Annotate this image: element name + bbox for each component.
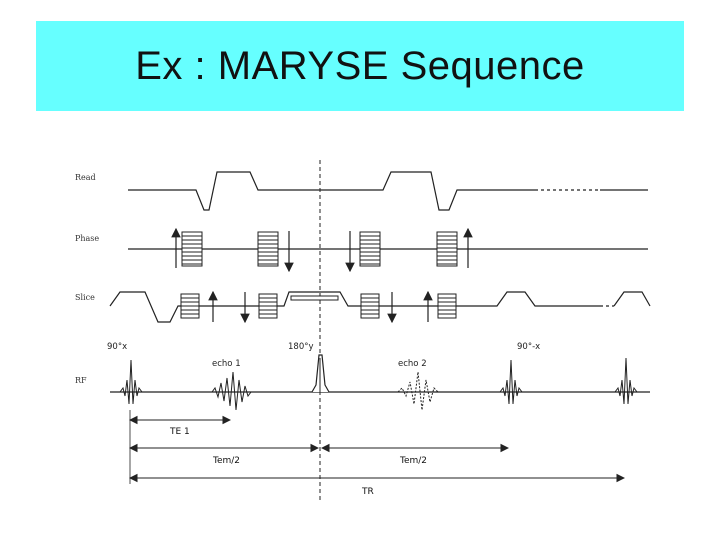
interval-label-tem-b: Tem/2 [399,456,427,466]
timing-arrows [128,410,626,484]
row-label-rf: RF [75,376,87,385]
phase-gradient-trace [128,227,648,273]
interval-label-tem-a: Tem/2 [212,456,240,466]
pulse-label-90x: 90°x [107,342,127,352]
interval-label-tr: TR [361,487,374,497]
echo-label-2: echo 2 [398,359,427,369]
pulse-label-90-x: 90°-x [517,342,540,352]
title-banner: Ex : MARYSE Sequence [36,21,684,111]
row-label-phase: Phase [75,234,99,243]
slide-title: Ex : MARYSE Sequence [135,43,585,88]
slice-gradient-trace [109,290,651,324]
row-label-slice: Slice [75,293,95,302]
echo-label-1: echo 1 [212,359,241,369]
pulse-label-180y: 180°y [288,342,314,352]
interval-label-te1: TE 1 [169,427,190,437]
rf-trace [110,354,650,411]
row-label-read: Read [75,173,96,182]
read-gradient-trace [128,171,648,211]
